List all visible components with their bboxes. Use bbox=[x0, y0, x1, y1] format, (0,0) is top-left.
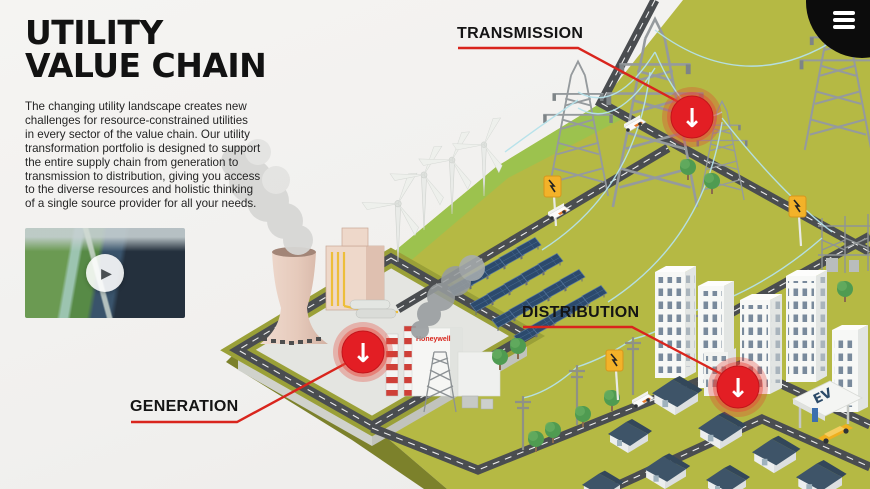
distribution-marker[interactable]: ↓ bbox=[708, 357, 768, 417]
striped-chimney bbox=[385, 333, 399, 397]
plant-logo: Honeywell bbox=[416, 336, 451, 343]
ev-car bbox=[818, 424, 853, 444]
distribution-label[interactable]: DISTRIBUTION bbox=[522, 304, 640, 321]
down-arrow-icon: ↓ bbox=[681, 104, 703, 134]
substation bbox=[818, 214, 870, 275]
cooling-tower-steam bbox=[221, 139, 313, 255]
generation-label[interactable]: GENERATION bbox=[130, 398, 239, 415]
boiler-building bbox=[325, 227, 399, 319]
city-buildings bbox=[655, 266, 868, 412]
play-icon: ▶ bbox=[101, 264, 112, 281]
plant-smoke bbox=[411, 255, 485, 339]
ev-charging-station: EV bbox=[792, 380, 863, 444]
transmission-marker[interactable]: ↓ bbox=[662, 87, 722, 147]
generation-marker[interactable]: ↓ bbox=[333, 322, 393, 382]
transmission-label[interactable]: TRANSMISSION bbox=[457, 25, 584, 42]
section-leader-lines bbox=[131, 46, 730, 424]
field-lime-strip bbox=[372, 103, 624, 280]
plant-pylon bbox=[423, 351, 457, 413]
hamburger-menu-icon bbox=[833, 11, 855, 33]
play-button[interactable]: ▶ bbox=[86, 254, 124, 292]
ev-sign: EV bbox=[811, 386, 835, 408]
transmission-leader-line bbox=[458, 46, 687, 108]
distribution-leader-line bbox=[523, 325, 730, 380]
page-description: The changing utility landscape creates n… bbox=[25, 100, 261, 211]
page-title-line2: VALUE CHAIN bbox=[25, 46, 267, 85]
down-arrow-icon: ↓ bbox=[727, 374, 749, 404]
down-arrow-icon: ↓ bbox=[352, 339, 374, 369]
video-thumbnail[interactable]: ▶ bbox=[25, 228, 185, 318]
generation-leader-line bbox=[131, 358, 353, 424]
page-title: UTILITY VALUE CHAIN bbox=[25, 13, 267, 85]
page-title-line1: UTILITY bbox=[25, 13, 163, 52]
